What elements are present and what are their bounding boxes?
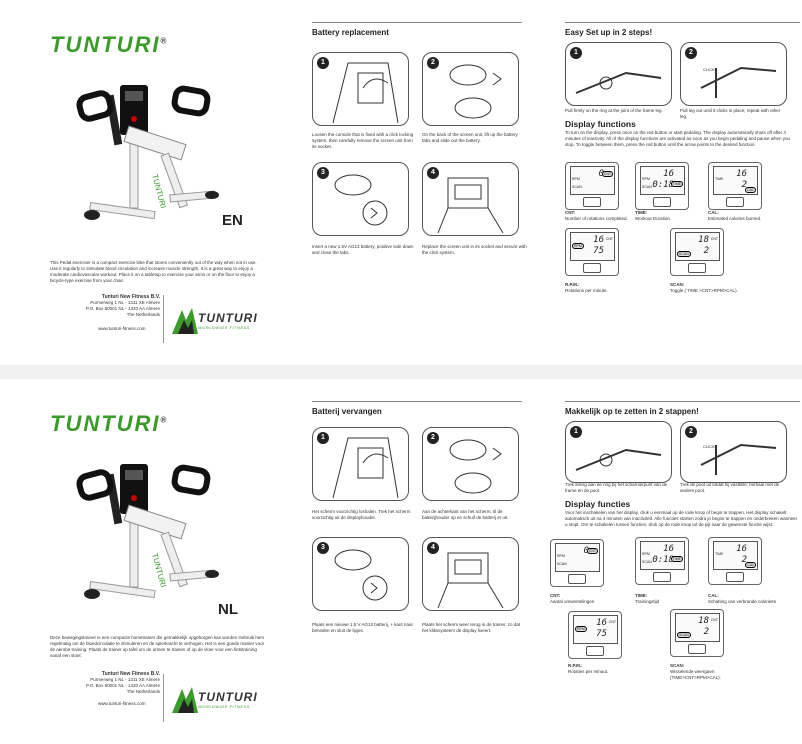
battery-step-4-caption: Replace the screen unit in its socket an…: [422, 244, 527, 255]
function-cnt: CNT:Number of rotations completed.: [565, 210, 628, 221]
display-text: To turn on the display, press once on th…: [565, 130, 791, 147]
cover-panel: TUNTURI® TUNTURI NL Deze bewegingstraine…: [0, 379, 265, 744]
function-rpm: R.P.M.:Rotations per minute.: [565, 282, 608, 293]
setup-step-1-image: 1: [565, 42, 672, 106]
svg-text:TUNTURI: TUNTURI: [150, 173, 168, 209]
language-code: EN: [222, 212, 243, 229]
setup-panel: Easy Set up in 2 steps! 1 2 CLICK! Pull …: [540, 0, 802, 365]
battery-panel: Batterij vervangen 1 2 Het scherm voorzi…: [270, 379, 535, 744]
display-text: Voor het inschakelen van het display, dr…: [565, 510, 798, 527]
battery-step-1-caption: Het scherm voorzichtig loshalen. Trek he…: [312, 509, 411, 520]
website-link[interactable]: www.tunturi-fitness.com: [98, 701, 146, 706]
tunturi-logo: TUNTURI®: [50, 411, 169, 436]
function-scan: SCAN:Toggle ( TIME >CNT>RPM>CAL).: [670, 282, 738, 293]
english-manual-page: TUNTURI® TUNTURI EN This Pedal exerciser…: [0, 0, 802, 365]
setup-step-2-image: 2 CLICK!: [680, 42, 787, 106]
tunturi-mark-icon: [172, 308, 198, 334]
battery-step-2-image: 2: [422, 52, 519, 126]
setup-step-1-caption: Trek stevig aan de ring bij het scharnie…: [565, 482, 668, 493]
company-address: Tunturi New Fitness B.V. Purmerweg 1 NL …: [85, 671, 160, 694]
header-rule: [565, 401, 800, 402]
setup-step-2-caption: Pull leg out until it clicks in place; r…: [680, 108, 781, 119]
tunturi-mark-icon: [172, 687, 198, 713]
function-cal: CAL:Estimated calories burned.: [708, 210, 762, 221]
setup-step-2-caption: Trek de poot uit totdat hij vastklikt; h…: [680, 482, 780, 493]
company-address: Tunturi New Fitness B.V. Purmerweg 1 NL …: [85, 294, 160, 317]
battery-step-3-caption: Plaats een nieuwe 1,5 V AG13 batterij, +…: [312, 622, 413, 633]
battery-step-1-image: 1: [312, 427, 409, 501]
battery-step-3-image: 3: [312, 162, 409, 236]
function-time: TIME:Workout Duration.: [635, 210, 672, 221]
header-rule: [312, 401, 522, 402]
intro-text: This Pedal exerciser is a compact exerci…: [50, 260, 257, 283]
click-label: CLICK!: [703, 67, 716, 72]
battery-step-3-caption: Insert a new 1.5V AG13 battery, positive…: [312, 244, 414, 255]
function-scan: SCAN:Wisselende weergave: (TIME>CNT>RPM>…: [670, 663, 721, 680]
cover-panel: TUNTURI® TUNTURI EN This Pedal exerciser…: [0, 0, 265, 365]
pedal-exerciser-image: TUNTURI: [76, 85, 219, 220]
dutch-manual-page: TUNTURI® TUNTURI NL Deze bewegingstraine…: [0, 379, 802, 744]
display-title: Display functions: [565, 119, 636, 129]
setup-step-1-caption: Pull firmly on the ring at the joint of …: [565, 108, 663, 113]
battery-step-4-image: 4: [422, 162, 519, 236]
click-label: CLICK!: [703, 444, 716, 449]
battery-title: Batterij vervangen: [312, 407, 382, 416]
function-rpm: R.P.M.:Rotaties per minuut.: [568, 663, 609, 674]
setup-panel: Makkelijk op te zetten in 2 stappen! 1 2…: [540, 379, 802, 744]
function-time: TIME:Trainingstijd: [635, 593, 660, 604]
header-rule: [312, 22, 522, 23]
svg-text:TUNTURI: TUNTURI: [150, 552, 168, 588]
battery-step-2-image: 2: [422, 427, 519, 501]
setup-title: Makkelijk op te zetten in 2 stappen!: [565, 407, 699, 416]
battery-step-3-image: 3: [312, 537, 409, 611]
pedal-exerciser-image: TUNTURI: [76, 464, 219, 599]
battery-step-2-caption: Aan de achterkant van het scherm, til de…: [422, 509, 509, 520]
header-rule: [565, 22, 800, 23]
setup-title: Easy Set up in 2 steps!: [565, 28, 653, 37]
battery-step-1-caption: Loosen the console that is fixed with a …: [312, 132, 414, 149]
battery-step-1-image: 1: [312, 52, 409, 126]
tunturi-worldwide-logo: TUNTURI WORLDWIDE FITNESS: [170, 685, 257, 715]
battery-panel: Battery replacement 1 2 Loosen the conso…: [270, 0, 535, 365]
website-link[interactable]: www.tunturi-fitness.com: [98, 326, 146, 331]
tunturi-logo: TUNTURI®: [50, 32, 169, 57]
lcd-cnt: 0CNTRPMSCAN: [565, 162, 619, 210]
divider: [163, 295, 164, 343]
setup-step-1-image: 1: [565, 421, 672, 483]
display-title: Display functies: [565, 499, 631, 509]
battery-title: Battery replacement: [312, 28, 389, 37]
setup-step-2-image: 2 CLICK!: [680, 421, 787, 483]
divider: [163, 674, 164, 722]
intro-text: Deze bewegingstrainer is een compacte ho…: [50, 635, 265, 658]
function-cal: CAL:Schatting van verbrande calorieën: [708, 593, 777, 604]
tunturi-worldwide-logo: TUNTURI WORLDWIDE FITNESS: [170, 306, 257, 336]
battery-step-2-caption: On the back of the screen unit, lift up …: [422, 132, 518, 143]
battery-step-4-caption: Plaats het scherm weer terug in de train…: [422, 622, 521, 633]
function-cnt: CNT:Aantal omwentelingen: [550, 593, 595, 604]
battery-step-4-image: 4: [422, 537, 519, 611]
language-code: NL: [218, 601, 238, 618]
lcd-cnt: 0CNTRPMSCAN: [550, 539, 604, 587]
